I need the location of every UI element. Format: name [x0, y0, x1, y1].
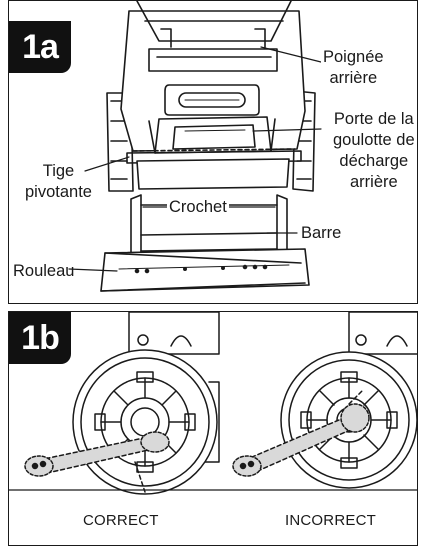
wheel-correct — [24, 349, 218, 495]
label-rear-chute-door: Porte de la goulotte de décharge arrière — [331, 109, 417, 193]
roller-assembly — [100, 194, 310, 292]
wheel-rod-position-illustration — [9, 312, 417, 495]
mower-rear-illustration — [68, 1, 326, 292]
label-rear-handle: Poignée arrière — [321, 47, 386, 89]
panel-1b: 1b CORRECT INCORRECT — [8, 311, 418, 546]
step-badge-1b: 1b — [9, 312, 71, 364]
label-roller: Rouleau — [13, 262, 75, 280]
callout-leaders — [68, 46, 326, 272]
panel-1a: 1a Poignée arrière Porte de la goulotte … — [8, 0, 418, 304]
label-bar: Barre — [299, 223, 344, 244]
caption-incorrect: INCORRECT — [285, 512, 376, 529]
caption-correct: CORRECT — [83, 512, 159, 529]
mower-body-right — [348, 312, 417, 355]
step-badge-1a: 1a — [9, 21, 71, 73]
wheel-incorrect — [232, 351, 417, 489]
label-hook: Crochet — [167, 197, 229, 218]
mower-body-left — [128, 312, 220, 463]
label-pivot-rod: Tige pivotante — [25, 162, 92, 201]
mower-deck — [120, 1, 306, 190]
